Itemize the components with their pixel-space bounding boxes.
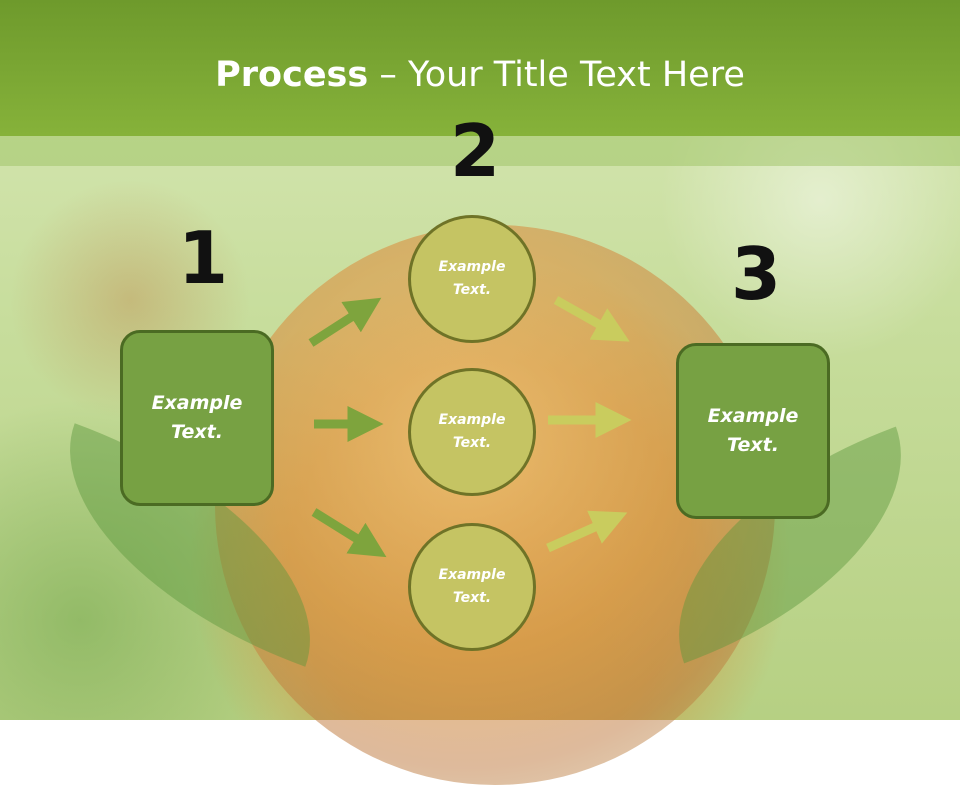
process-circle-bottom: Example Text. bbox=[408, 523, 536, 651]
arrow-right-top bbox=[553, 296, 630, 342]
step-number-2: 2 bbox=[450, 109, 501, 193]
step-number-3: 3 bbox=[731, 232, 782, 316]
process-circle-bottom-label: Example Text. bbox=[438, 567, 506, 606]
arrow-left-bottom bbox=[311, 508, 387, 558]
process-box-right-label: Example Text. bbox=[707, 405, 799, 456]
process-circle-middle-label: Example Text. bbox=[438, 412, 506, 451]
step-number-1: 1 bbox=[178, 216, 229, 300]
process-circle-top: Example Text. bbox=[408, 215, 536, 343]
arrows-layer bbox=[308, 296, 632, 558]
process-box-right: Example Text. bbox=[676, 343, 830, 519]
title-rest: – Your Title Text Here bbox=[368, 55, 745, 95]
title-bar bbox=[0, 0, 960, 136]
arrow-left-top bbox=[308, 297, 382, 347]
process-circle-middle: Example Text. bbox=[408, 368, 536, 496]
title-bold: Process bbox=[215, 55, 369, 95]
process-box-left-label: Example Text. bbox=[151, 392, 243, 443]
title-band bbox=[0, 136, 960, 166]
process-box-left: Example Text. bbox=[120, 330, 274, 506]
arrow-right-bottom bbox=[546, 510, 628, 553]
slide-title: Process – Your Title Text Here bbox=[0, 54, 960, 96]
process-circle-top-label: Example Text. bbox=[438, 259, 506, 298]
